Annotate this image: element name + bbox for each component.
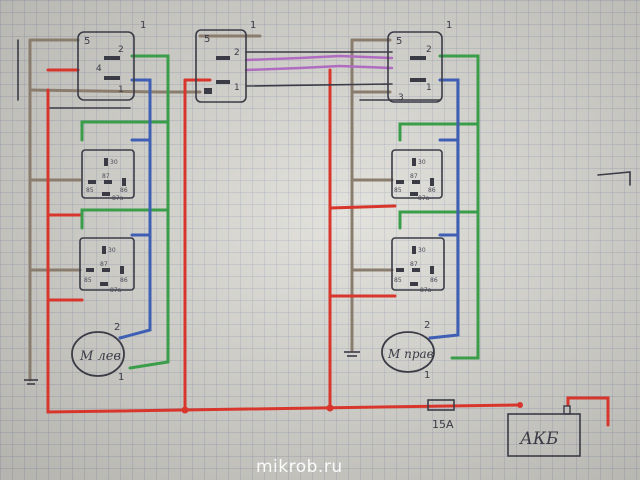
relay-left-top: 30 85 87 86 87a — [81, 149, 135, 202]
relay-pin-label: 87 — [100, 261, 108, 268]
motor-tag: 2 — [114, 322, 120, 333]
pin-label: 5 — [396, 36, 402, 47]
motor-tag: 1 — [424, 370, 430, 381]
relay-pin-label: 85 — [394, 187, 402, 194]
fuse-label: 15А — [432, 418, 454, 431]
pin-label: 4 — [96, 64, 102, 74]
switch-left-mid: 5 2 1 1 — [195, 20, 256, 103]
watermark: mikrob.ru — [256, 457, 343, 477]
relay-pin-label: 87a — [420, 287, 432, 294]
relay-pin-label: 30 — [418, 159, 426, 166]
relay-pin-label: 86 — [120, 187, 128, 194]
pin-label: 1 — [234, 83, 240, 93]
motor-left: М лев 2 1 — [71, 322, 125, 383]
relay-pin-label: 87 — [410, 261, 418, 268]
motor-right: М прав 2 1 — [381, 320, 435, 381]
relay-right-bottom: 30 85 87 86 87a — [391, 237, 445, 294]
relay-pin-label: 86 — [120, 277, 128, 284]
pin-label: 2 — [426, 45, 432, 55]
relay-pin-label: 30 — [418, 247, 426, 254]
green-wires — [80, 54, 480, 370]
relay-pin-label: 87a — [112, 195, 124, 202]
relay-pin-label: 86 — [430, 277, 438, 284]
motor-label: М лев — [79, 349, 121, 364]
motor-tag: 1 — [118, 372, 124, 383]
brown-wires — [28, 34, 394, 382]
pin-label: 5 — [204, 34, 210, 45]
relay-pin-label: 30 — [108, 247, 116, 254]
purple-wires — [244, 54, 394, 72]
ground-symbol-right — [344, 351, 360, 357]
relay-pin-label: 85 — [394, 277, 402, 284]
ground-symbol-left — [24, 379, 38, 385]
relay-pin-label: 87a — [110, 287, 122, 294]
relay-pin-label: 85 — [84, 277, 92, 284]
pin-label: 2 — [118, 45, 124, 55]
motor-label: М прав — [387, 347, 434, 361]
relay-right-top: 30 85 87 86 87a — [391, 149, 443, 202]
pin-label: 5 — [84, 36, 90, 47]
relay-pin-label: 85 — [86, 187, 94, 194]
relay-pin-label: 87 — [410, 173, 418, 180]
pin-label: 2 — [234, 48, 240, 58]
fuse: 15А — [427, 399, 455, 431]
pin-label: 1 — [118, 85, 124, 95]
battery-label: АКБ — [519, 429, 559, 449]
switch-left-main: 5 2 4 1 1 — [77, 20, 146, 101]
relay-pin-label: 87 — [102, 173, 110, 180]
red-wires — [46, 68, 610, 427]
junction-dots — [181, 402, 523, 414]
motor-tag: 2 — [424, 320, 430, 331]
battery: АКБ — [507, 405, 581, 457]
relay-pin-label: 87a — [418, 195, 430, 202]
switch-right-main: 5 2 1 3 1 — [387, 20, 452, 103]
switch-tag: 1 — [250, 20, 256, 31]
relay-pin-label: 86 — [428, 187, 436, 194]
pin-label: 3 — [398, 93, 404, 103]
pin-label: 1 — [426, 83, 432, 93]
pencil-wires — [17, 39, 631, 186]
relay-left-bottom: 30 85 87 86 87a — [79, 237, 135, 294]
switch-tag: 1 — [140, 20, 146, 31]
relay-pin-label: 30 — [110, 159, 118, 166]
blue-wires — [118, 78, 460, 340]
switch-tag: 1 — [446, 20, 452, 31]
